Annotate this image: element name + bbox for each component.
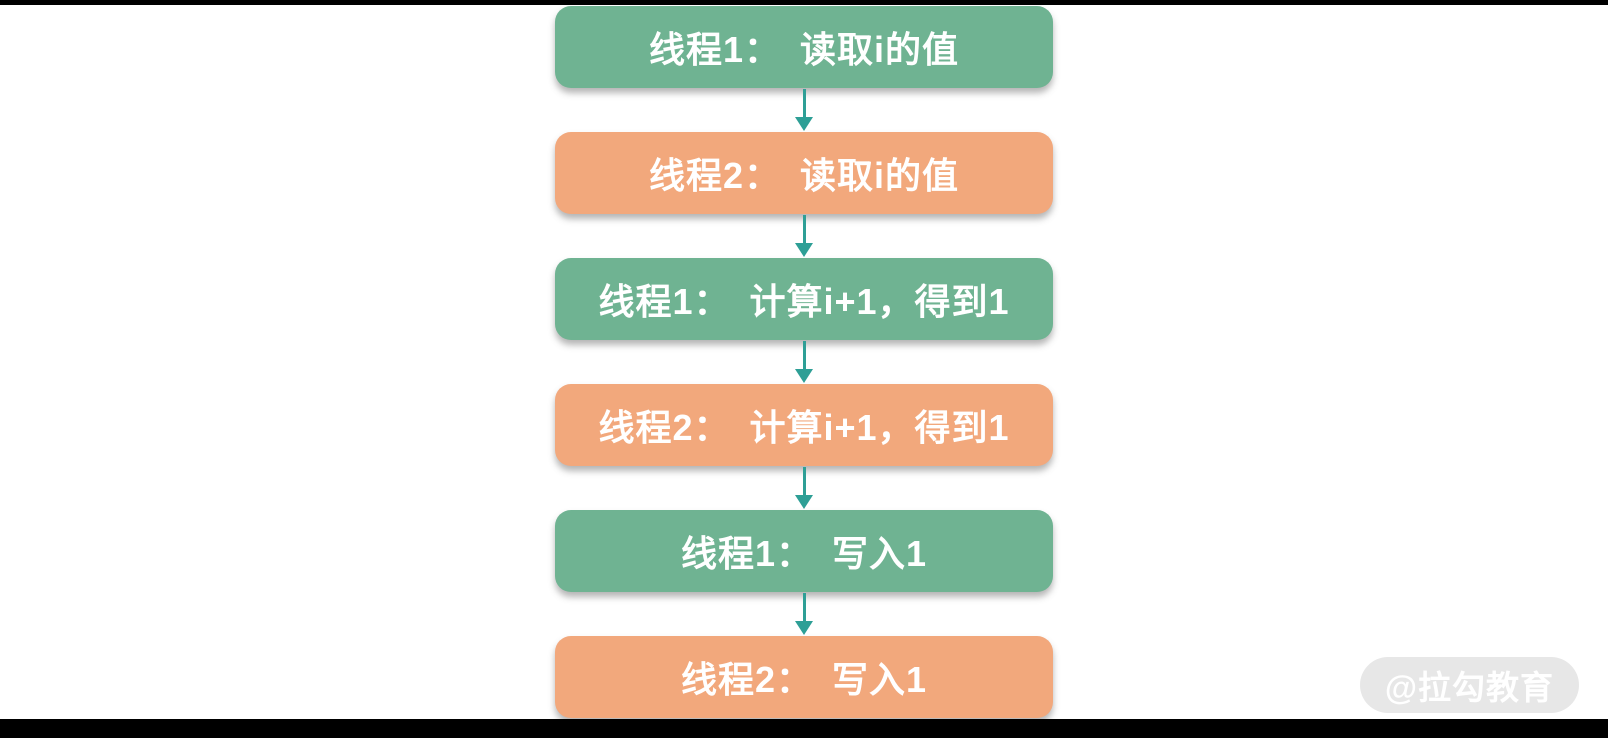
arrow-down-icon bbox=[795, 243, 813, 257]
node-label: 线程2： 读取i的值 bbox=[648, 155, 960, 196]
node-label: 线程2： 写入1 bbox=[680, 659, 928, 700]
arrow-line bbox=[802, 89, 806, 117]
flow-node-thread1-read: 线程1： 读取i的值 bbox=[555, 6, 1053, 88]
flow-node-thread1-compute: 线程1： 计算i+1，得到1 bbox=[555, 258, 1053, 340]
node-label: 线程1： 读取i的值 bbox=[648, 29, 960, 70]
flow-node-thread1-write: 线程1： 写入1 bbox=[555, 510, 1053, 592]
flow-node-thread2-read: 线程2： 读取i的值 bbox=[555, 132, 1053, 214]
bottom-border-bar bbox=[0, 719, 1608, 738]
arrow-line bbox=[802, 341, 806, 369]
arrow-line bbox=[802, 593, 806, 621]
arrow-down-icon bbox=[795, 621, 813, 635]
node-label: 线程1： 计算i+1，得到1 bbox=[598, 281, 1010, 322]
node-label: 线程2： 计算i+1，得到1 bbox=[598, 407, 1010, 448]
flowchart: 线程1： 读取i的值 线程2： 读取i的值 线程1： 计算i+1，得到1 线程2… bbox=[555, 6, 1053, 718]
arrow-line bbox=[802, 467, 806, 495]
node-label: 线程1： 写入1 bbox=[680, 533, 928, 574]
watermark-label: @拉勾教育 bbox=[1384, 669, 1554, 706]
flow-node-thread2-write: 线程2： 写入1 bbox=[555, 636, 1053, 718]
arrow-down-icon bbox=[795, 369, 813, 383]
flow-arrow bbox=[795, 592, 813, 636]
arrow-line bbox=[802, 215, 806, 243]
top-border-bar bbox=[0, 0, 1608, 5]
flow-arrow bbox=[795, 214, 813, 258]
flow-arrow bbox=[795, 466, 813, 510]
flow-arrow bbox=[795, 88, 813, 132]
flow-node-thread2-compute: 线程2： 计算i+1，得到1 bbox=[555, 384, 1053, 466]
arrow-down-icon bbox=[795, 117, 813, 131]
watermark-badge: @拉勾教育 bbox=[1359, 657, 1579, 713]
flow-arrow bbox=[795, 340, 813, 384]
arrow-down-icon bbox=[795, 495, 813, 509]
